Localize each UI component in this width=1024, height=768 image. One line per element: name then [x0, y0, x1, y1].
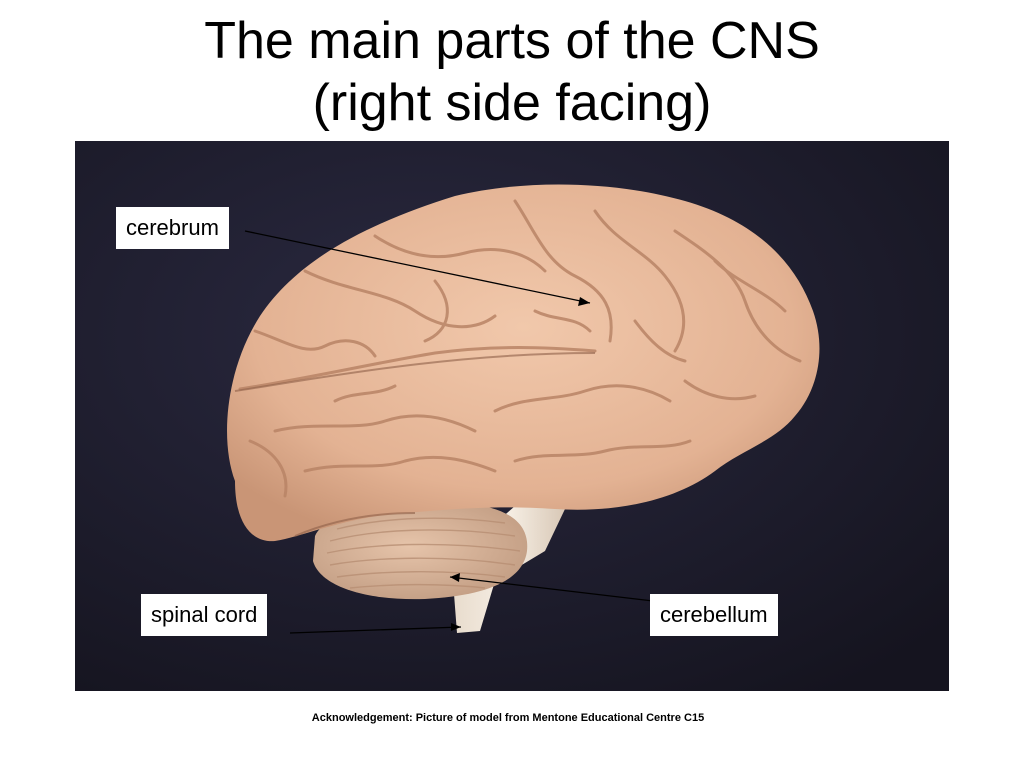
slide-title: The main parts of the CNS (right side fa… — [0, 10, 1024, 134]
label-spinal-cord: spinal cord — [141, 594, 268, 636]
label-cerebrum: cerebrum — [116, 207, 229, 249]
title-line-2: (right side facing) — [312, 74, 712, 132]
title-line-1: The main parts of the CNS — [204, 12, 820, 70]
acknowledgement-text: Acknowledgement: Picture of model from M… — [311, 712, 705, 724]
cerebrum-shape — [227, 184, 820, 542]
cerebellum-shape — [313, 502, 528, 600]
label-cerebellum: cerebellum — [650, 594, 778, 636]
